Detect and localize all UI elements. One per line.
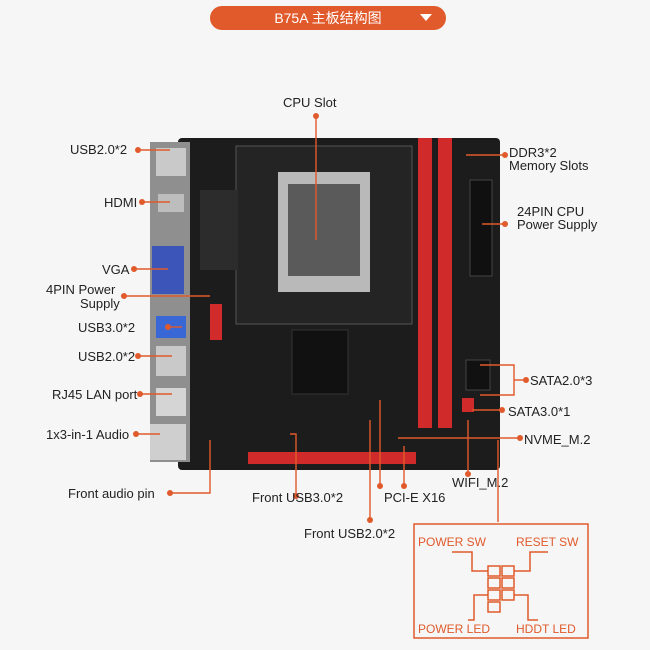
label-usb30: USB3.0*2: [78, 320, 136, 335]
title-banner[interactable]: B75A 主板结构图: [210, 6, 446, 30]
label-sata2: SATA2.0*3: [530, 373, 593, 388]
label-usb20-mid: USB2.0*2: [78, 349, 136, 364]
reset-sw-label: RESET SW: [516, 535, 579, 549]
cpu-socket-center: [288, 184, 360, 276]
chevron-down-icon[interactable]: [420, 14, 432, 21]
ram-slot-1: [418, 138, 432, 428]
ram-slot-2: [438, 138, 452, 428]
chipset-heatsink: [291, 329, 349, 395]
label-vga: VGA: [102, 262, 130, 277]
sata3-port: [462, 398, 474, 412]
label-sata3: SATA3.0*1: [508, 404, 571, 419]
label-front-audio: Front audio pin: [68, 486, 155, 501]
rj45-port: [156, 388, 186, 416]
hdmi-port: [158, 194, 184, 212]
power-led-label: POWER LED: [418, 622, 490, 636]
label-wifi: WIFI_M.2: [452, 475, 509, 490]
pcie-x16-slot: [248, 452, 416, 464]
vrm-area: [200, 190, 238, 270]
usb20-port: [156, 346, 186, 376]
hddt-led-label: HDDT LED: [516, 622, 576, 636]
label-hdmi: HDMI: [104, 195, 138, 210]
label-4pin-power-1: 4PIN Power: [46, 282, 116, 297]
label-usb20-top: USB2.0*2: [70, 142, 128, 157]
label-rj45: RJ45 LAN port: [52, 387, 138, 402]
label-nvme: NVME_M.2: [524, 432, 591, 447]
label-ddr3-1: DDR3*2: [509, 145, 557, 160]
front-panel-pins: [487, 565, 515, 613]
atx-24pin-connector: [469, 179, 493, 277]
label-24pin-1: 24PIN CPU: [517, 204, 585, 219]
label-pcie: PCI-E X16: [384, 490, 446, 505]
label-audio: 1x3-in-1 Audio: [46, 427, 130, 442]
label-4pin-power-2: Supply: [80, 296, 120, 311]
label-ddr3-2: Memory Slots: [509, 158, 589, 173]
title-text: B75A 主板结构图: [274, 10, 382, 26]
label-24pin-2: Power Supply: [517, 217, 598, 232]
usb3-header: [210, 304, 222, 340]
label-cpu-slot: CPU Slot: [283, 95, 337, 110]
label-front-usb20: Front USB2.0*2: [304, 526, 396, 541]
vga-port: [152, 246, 184, 294]
usb-port-stack-top: [156, 148, 186, 176]
power-sw-label: POWER SW: [418, 535, 487, 549]
label-front-usb30: Front USB3.0*2: [252, 490, 344, 505]
front-panel-box: [413, 523, 589, 639]
audio-jacks: [150, 424, 186, 460]
